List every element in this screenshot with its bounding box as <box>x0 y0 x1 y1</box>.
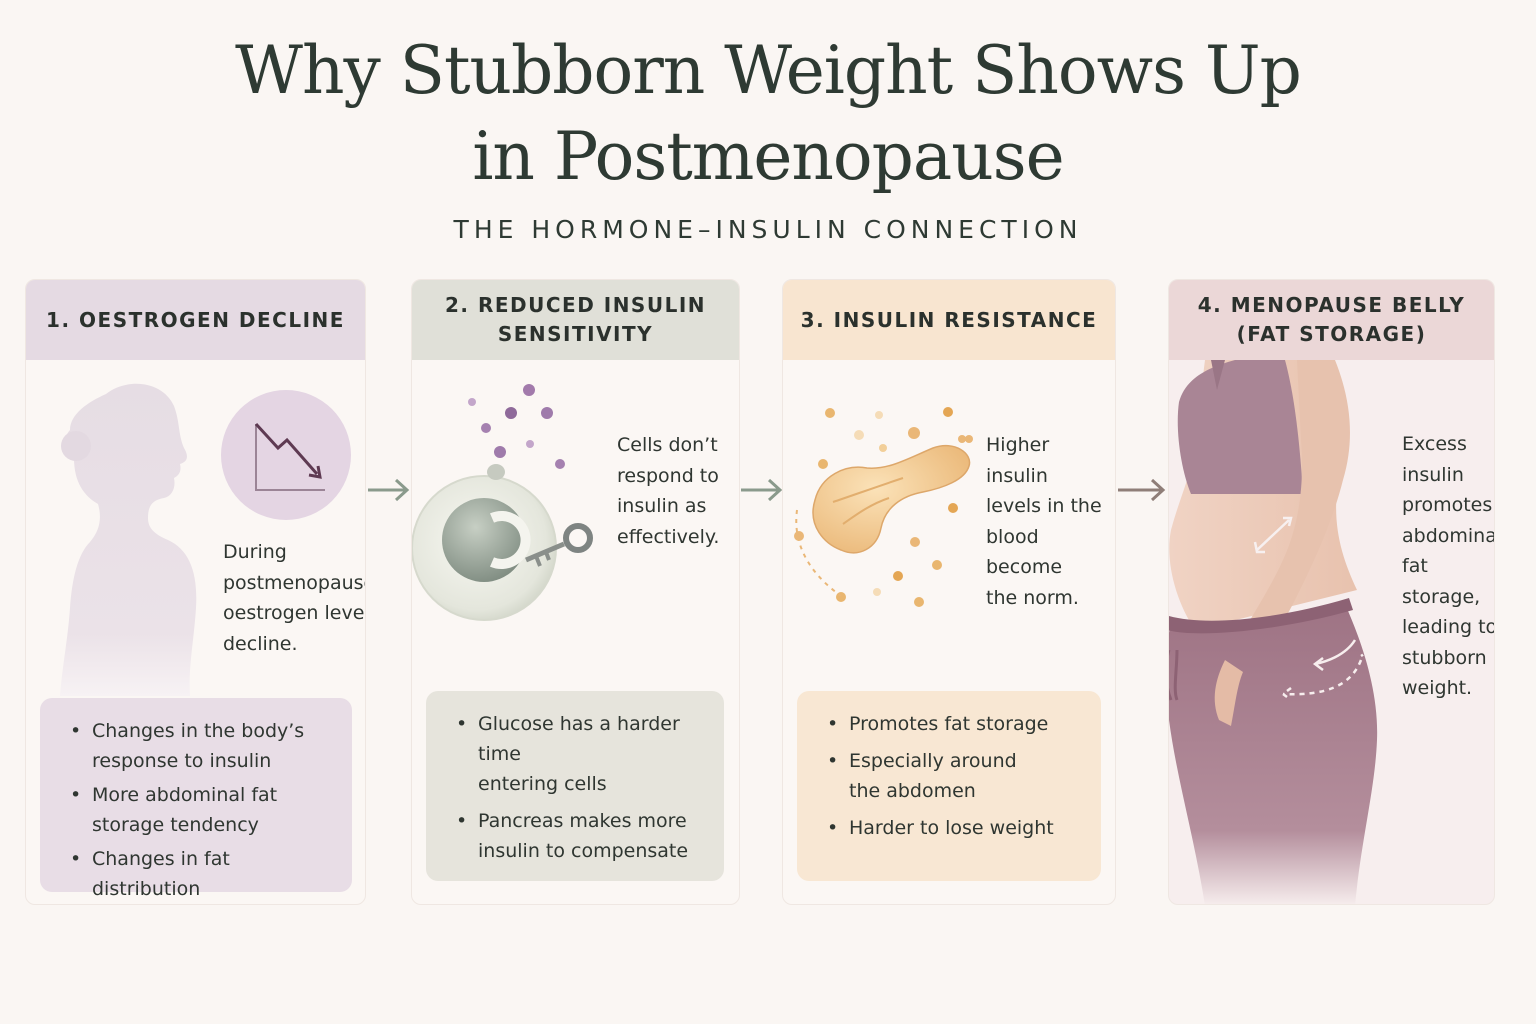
declining-trend-icon <box>221 386 351 524</box>
step-3-desc-line: levels in the <box>986 495 1102 517</box>
step-3-description: Higher insulin levels in the blood becom… <box>986 430 1115 613</box>
step-4-desc-line: fat storage, <box>1402 555 1481 608</box>
step-2-desc-line: insulin as <box>617 495 707 517</box>
bullet-item: Harder to lose weight <box>811 813 1087 843</box>
step-3-panel: 3. INSULIN RESISTANCE <box>782 279 1116 905</box>
bullet-item: Changes in the body’s response to insuli… <box>54 716 338 776</box>
bullet-line: Glucose has a harder time <box>478 713 680 765</box>
step-3-heading: 3. INSULIN RESISTANCE <box>783 280 1115 360</box>
step-4-desc-line: weight. <box>1402 677 1473 699</box>
bullet-line: insulin to compensate <box>478 840 689 862</box>
step-4-heading-line: (FAT STORAGE) <box>1236 322 1427 346</box>
title-line-1: Why Stubborn Weight Shows Up <box>235 32 1302 109</box>
step-2-desc-line: respond to <box>617 464 719 487</box>
step-2-description: Cells don’t respond to insulin as effect… <box>617 430 719 552</box>
step-2-heading-line: 2. REDUCED INSULIN <box>444 293 707 317</box>
bullet-line: response to insulin <box>92 750 272 772</box>
bullet-line: storage tendency <box>92 814 259 836</box>
step-4-desc-line: promotes <box>1402 494 1493 516</box>
step-2-desc-line: effectively. <box>617 525 720 548</box>
step-1-desc-line: During <box>223 541 287 563</box>
step-4-desc-line: abdominal <box>1402 524 1495 547</box>
cell-lock-key-icon <box>412 380 596 630</box>
step-4-heading: 4. MENOPAUSE BELLY (FAT STORAGE) <box>1169 280 1494 360</box>
bullet-line: Changes in the body’s <box>92 720 305 742</box>
step-4-desc-line: leading to <box>1402 616 1495 638</box>
step-1-heading-text: 1. OESTROGEN DECLINE <box>46 307 345 332</box>
bullet-item: Promotes fat storage <box>811 709 1087 739</box>
bullet-item: Glucose has a harder time entering cells <box>440 709 710 799</box>
woman-torso-icon <box>1169 360 1385 904</box>
bullet-line: Pancreas makes more <box>478 810 687 832</box>
step-3-desc-line: the norm. <box>986 586 1079 609</box>
step-4-desc-line: Excess <box>1402 433 1467 455</box>
step-2-bullet-box: Glucose has a harder time entering cells… <box>426 691 724 881</box>
step-2-heading-line: SENSITIVITY <box>497 322 654 346</box>
bullet-item: Pancreas makes more insulin to compensat… <box>440 806 710 866</box>
step-1-heading: 1. OESTROGEN DECLINE <box>26 280 365 360</box>
step-3-bullet-box: Promotes fat storage Especially around t… <box>797 691 1101 881</box>
step-3-desc-line: blood become <box>986 525 1063 579</box>
step-4-desc-line: stubborn <box>1402 646 1487 669</box>
bullet-line: Changes in fat distribution <box>92 848 230 900</box>
page-title: Why Stubborn Weight Shows Up in Postmeno… <box>0 28 1536 200</box>
flow-arrow-icon <box>1116 477 1168 503</box>
step-4-description: Excess insulin promotes abdominal fat st… <box>1402 429 1495 704</box>
step-3-heading-text: 3. INSULIN RESISTANCE <box>800 307 1098 332</box>
step-1-desc-line: oestrogen levels <box>223 602 366 624</box>
flow-arrow-icon <box>739 477 785 503</box>
bullet-line: More abdominal fat <box>92 784 278 806</box>
page-subtitle: THE HORMONE–INSULIN CONNECTION <box>453 215 1083 244</box>
bullet-item: Changes in fat distribution <box>54 844 338 904</box>
bullet-item: Especially around the abdomen <box>811 746 1087 806</box>
step-1-desc-line: decline. <box>223 632 298 655</box>
step-1-bullet-box: Changes in the body’s response to insuli… <box>40 698 352 900</box>
step-2-heading: 2. REDUCED INSULIN SENSITIVITY <box>412 280 739 360</box>
step-4-panel: 4. MENOPAUSE BELLY (FAT STORAGE) <box>1168 279 1495 905</box>
flow-arrow-icon <box>366 477 412 503</box>
woman-profile-icon <box>44 378 214 696</box>
bullet-item: More abdominal fat storage tendency <box>54 780 338 840</box>
step-2-panel: 2. REDUCED INSULIN SENSITIVITY <box>411 279 740 905</box>
step-1-description: During postmenopause, oestrogen levels d… <box>223 537 366 659</box>
step-1-panel: 1. OESTROGEN DECLINE During postmenopaus… <box>25 279 366 905</box>
bullet-line: Promotes fat storage <box>849 713 1049 735</box>
step-1-desc-line: postmenopause, <box>223 571 366 594</box>
bullet-line: Harder to lose weight <box>849 817 1054 839</box>
pancreas-icon <box>793 400 983 620</box>
title-line-2: in Postmenopause <box>472 118 1064 195</box>
step-2-desc-line: Cells don’t <box>617 434 718 456</box>
bullet-line: the abdomen <box>849 780 976 802</box>
bullet-line: Especially around <box>849 750 1017 772</box>
step-4-desc-line: insulin <box>1402 463 1464 486</box>
bullet-line: entering cells <box>478 773 607 795</box>
step-3-desc-line: Higher insulin <box>986 434 1050 487</box>
step-4-heading-line: 4. MENOPAUSE BELLY <box>1197 293 1466 317</box>
